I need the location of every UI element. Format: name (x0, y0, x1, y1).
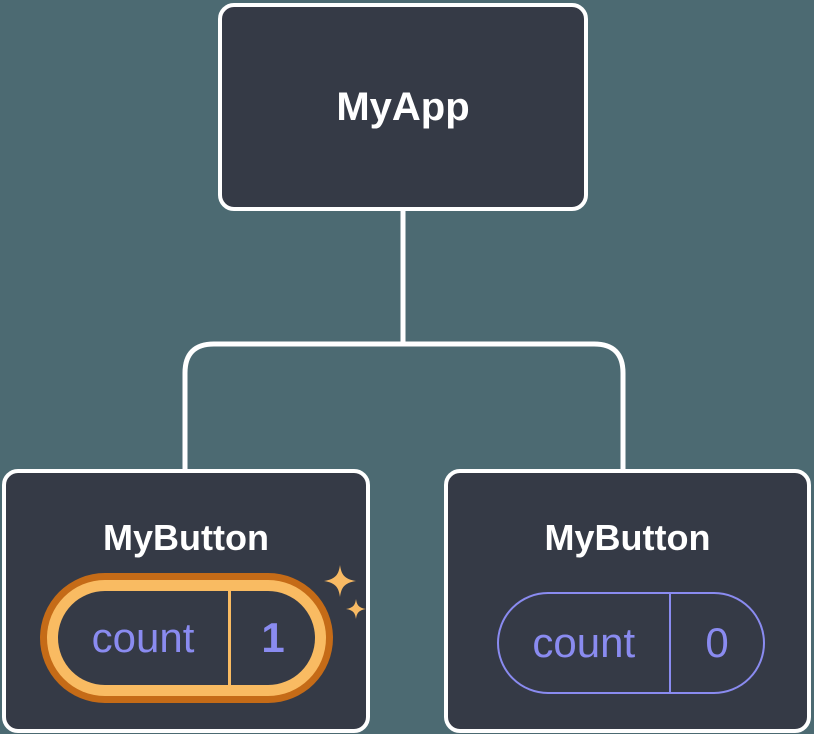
pill-divider (668, 594, 671, 692)
node-mybutton-left: MyButton count 1 (2, 469, 370, 733)
node-myapp: MyApp (218, 3, 588, 211)
node-mybutton-right-label: MyButton (544, 517, 711, 558)
connector-branch (182, 341, 626, 471)
state-pill-highlighted: count 1 (40, 573, 333, 703)
state-value: 1 (261, 614, 285, 661)
sparkle-icon-large (324, 565, 356, 597)
sparkle-icon-small (346, 599, 366, 619)
node-mybutton-right: MyButton count 0 (444, 469, 811, 733)
state-pill-plain: count 0 (497, 592, 765, 694)
node-mybutton-left-label: MyButton (103, 517, 269, 558)
state-key: count (91, 614, 195, 661)
pill-divider (228, 591, 231, 685)
state-pill-body: count 1 (58, 591, 315, 685)
node-myapp-label: MyApp (336, 84, 470, 129)
state-key: count (532, 619, 636, 666)
state-value: 0 (705, 619, 729, 666)
state-pill-inner-ring: count 1 (47, 580, 326, 696)
